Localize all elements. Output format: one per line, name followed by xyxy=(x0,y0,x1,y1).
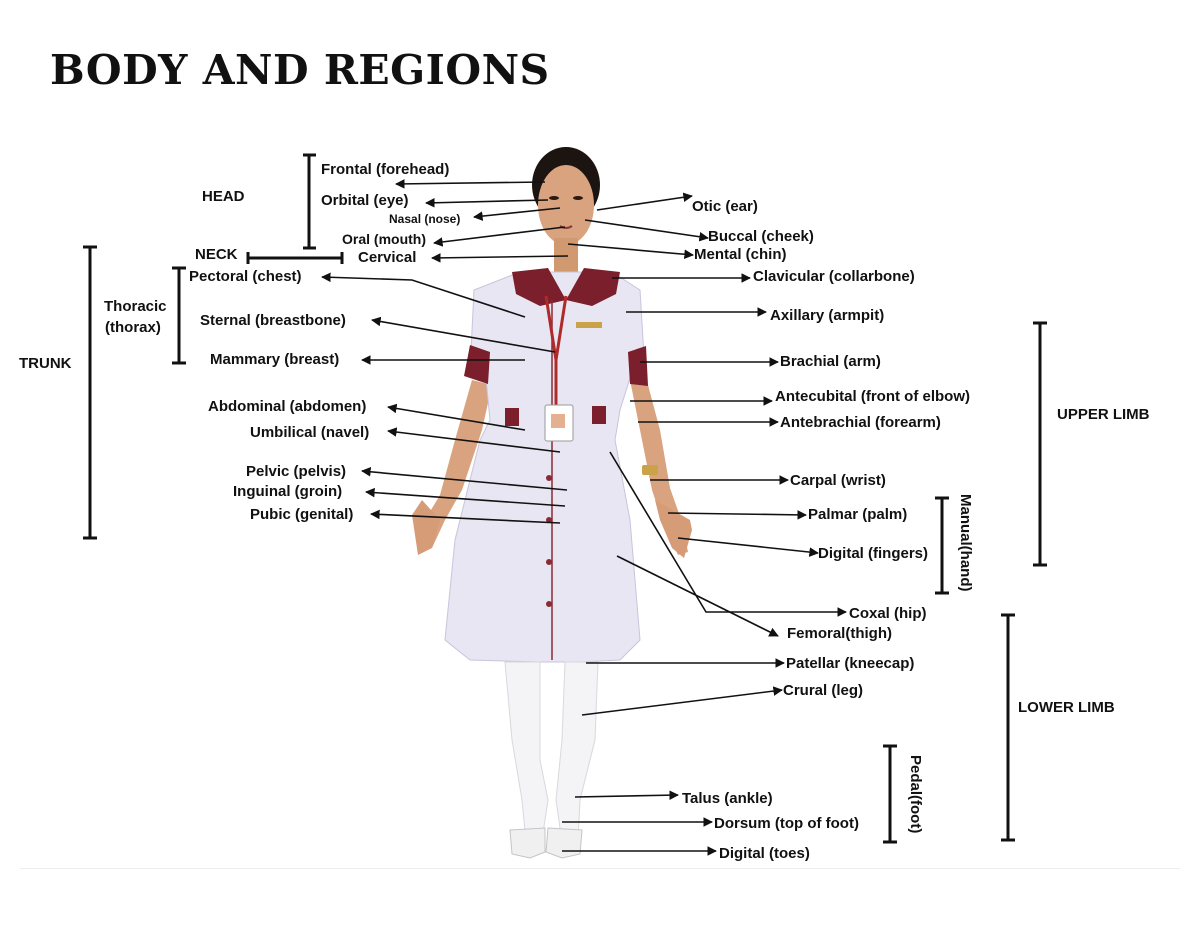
leader-pubic xyxy=(370,509,561,524)
left-hand xyxy=(655,500,692,558)
leader-oral xyxy=(433,226,566,247)
upper-limb-bracket xyxy=(1033,321,1047,567)
label-orbital: Orbital (eye) xyxy=(321,192,409,209)
label-digital-toes: Digital (toes) xyxy=(719,845,810,862)
label-umbilical: Umbilical (navel) xyxy=(250,424,370,441)
label-carpal: Carpal (wrist) xyxy=(790,472,886,489)
leader-otic xyxy=(596,192,693,211)
label-antecubital: Antecubital (front of elbow) xyxy=(775,388,970,405)
label-digital-fingers: Digital (fingers) xyxy=(818,545,929,562)
label-pelvic: Pelvic (pelvis) xyxy=(246,463,347,480)
label-sternal: Sternal (breastbone) xyxy=(200,312,346,329)
neck xyxy=(554,238,578,272)
leader-buccal xyxy=(584,219,709,242)
leader-lines xyxy=(321,179,847,856)
label-inguinal: Inguinal (groin) xyxy=(233,483,343,500)
leader-cervical xyxy=(431,253,569,263)
leader-umbilical xyxy=(387,427,561,453)
face xyxy=(538,165,594,245)
group-label-neck: NECK xyxy=(195,246,238,263)
label-otic: Otic (ear) xyxy=(692,198,758,215)
leader-crural xyxy=(581,686,783,716)
label-oral: Oral (mouth) xyxy=(342,231,426,247)
label-buccal: Buccal (cheek) xyxy=(708,228,814,245)
right-hand xyxy=(412,500,440,555)
label-crural: Crural (leg) xyxy=(783,682,864,699)
leader-nasal xyxy=(473,207,561,221)
thoracic-bracket xyxy=(172,266,186,365)
right-shoe xyxy=(509,827,546,859)
label-pectoral: Pectoral (chest) xyxy=(189,268,302,285)
leader-frontal xyxy=(395,179,546,189)
label-palmar: Palmar (palm) xyxy=(808,506,908,523)
leader-mental xyxy=(567,243,694,260)
trunk-bracket xyxy=(83,245,97,540)
right-leg xyxy=(504,661,549,843)
group-label-trunk: TRUNK xyxy=(19,355,72,372)
label-talus: Talus (ankle) xyxy=(682,790,773,807)
label-nasal: Nasal (nose) xyxy=(389,212,461,226)
group-label-thoracic-line2: (thorax) xyxy=(105,319,161,336)
group-label-lower-limb: LOWER LIMB xyxy=(1018,699,1115,716)
leader-abdominal xyxy=(387,403,526,431)
pedal-bracket xyxy=(883,744,897,844)
neck-bracket xyxy=(246,252,344,264)
label-axillary: Axillary (armpit) xyxy=(770,307,885,324)
leader-pelvic xyxy=(361,467,568,491)
label-brachial: Brachial (arm) xyxy=(780,353,881,370)
label-femoral: Femoral(thigh) xyxy=(787,625,892,642)
leader-femoral xyxy=(616,555,779,637)
leader-inguinal xyxy=(365,487,566,507)
group-label-head: HEAD xyxy=(202,188,245,205)
leader-orbital xyxy=(425,197,549,208)
uniform-dress xyxy=(444,271,646,663)
label-patellar: Patellar (kneecap) xyxy=(786,655,915,672)
label-mammary: Mammary (breast) xyxy=(210,351,340,368)
group-label-pedal: Pedal(foot) xyxy=(907,755,924,834)
left-shoe xyxy=(545,827,583,859)
leader-digital-fingers xyxy=(677,537,819,557)
label-coxal: Coxal (hip) xyxy=(849,605,927,622)
label-abdominal: Abdominal (abdomen) xyxy=(208,398,367,415)
leader-pectoral xyxy=(321,272,526,318)
label-frontal: Frontal (forehead) xyxy=(321,161,450,178)
leader-talus xyxy=(574,790,679,800)
label-dorsum: Dorsum (top of foot) xyxy=(714,815,859,832)
label-mental: Mental (chin) xyxy=(694,246,787,263)
manual-bracket xyxy=(935,496,949,595)
group-label-manual: Manual(hand) xyxy=(957,494,974,592)
label-antebrachial: Antebrachial (forearm) xyxy=(780,414,941,431)
group-brackets xyxy=(83,153,1047,844)
left-leg xyxy=(555,661,599,843)
leader-palmar xyxy=(667,510,807,520)
page-title: BODY AND REGIONS xyxy=(50,46,550,94)
group-label-thoracic-line1: Thoracic xyxy=(104,298,167,315)
group-label-upper-limb: UPPER LIMB xyxy=(1057,406,1150,423)
divider xyxy=(20,868,1180,869)
person-figure xyxy=(412,147,692,859)
label-pubic: Pubic (genital) xyxy=(250,506,354,523)
leader-coxal xyxy=(609,451,847,617)
right-arm xyxy=(420,380,492,552)
lower-limb-bracket xyxy=(1001,613,1015,842)
head-bracket xyxy=(303,153,316,250)
label-cervical: Cervical xyxy=(358,249,417,266)
label-clavicular: Clavicular (collarbone) xyxy=(753,268,915,285)
leader-sternal xyxy=(371,316,556,353)
